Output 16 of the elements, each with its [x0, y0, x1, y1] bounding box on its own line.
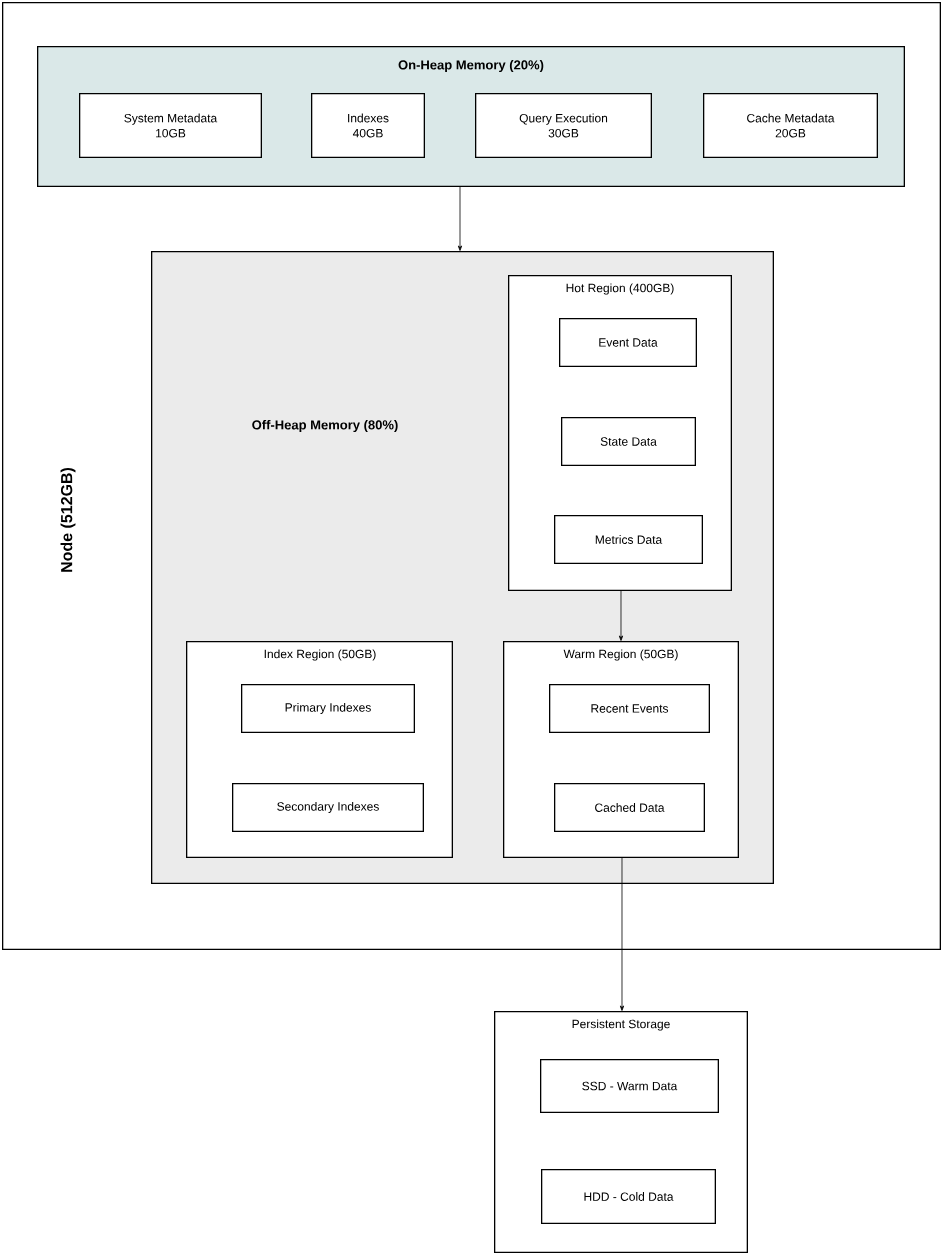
box: Cached Data [554, 783, 705, 832]
box: SSD - Warm Data [540, 1059, 719, 1113]
box: Recent Events [549, 684, 710, 733]
box: Indexes 40GB [311, 93, 425, 158]
box: Primary Indexes [241, 684, 415, 733]
box: HDD - Cold Data [541, 1169, 716, 1224]
arrow [618, 589, 624, 641]
box: Query Execution 30GB [475, 93, 652, 158]
arrow [457, 185, 463, 251]
box: State Data [561, 417, 696, 466]
box: Cache Metadata 20GB [703, 93, 878, 158]
box: Secondary Indexes [232, 783, 424, 832]
box: Metrics Data [554, 515, 703, 564]
arrow [619, 856, 625, 1011]
box: System Metadata 10GB [79, 93, 262, 158]
box: Event Data [559, 318, 697, 367]
